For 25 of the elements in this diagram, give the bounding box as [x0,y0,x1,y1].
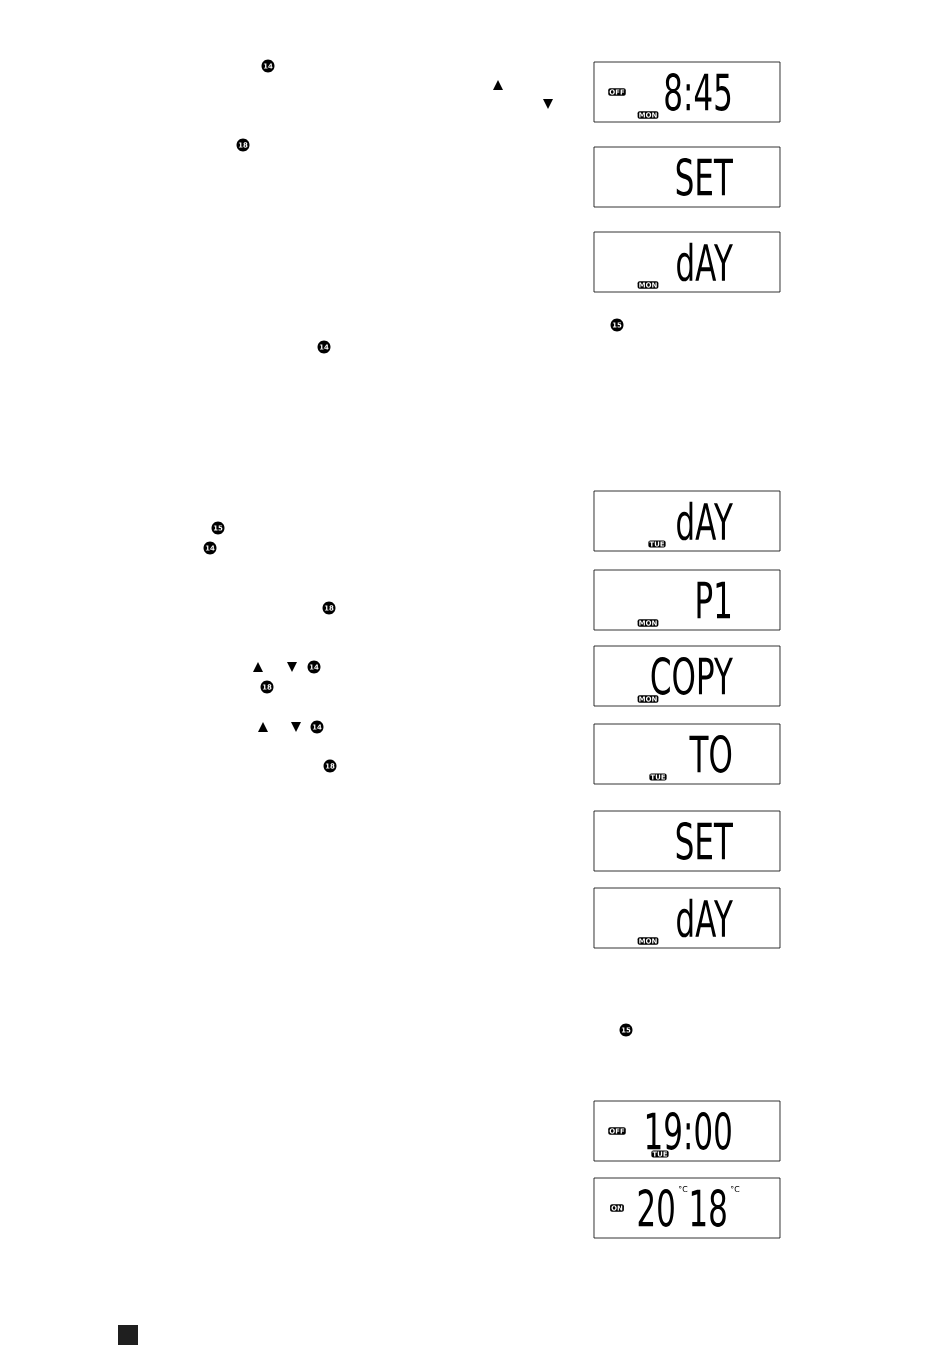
display-digits: dAY [677,501,733,541]
unit-symbol: °C [730,1186,740,1193]
display-digits: dAY [677,242,733,282]
unit-symbol: °C [678,1186,688,1193]
display-digits: P1 [697,581,730,619]
display-digits: dAY [677,898,733,938]
lcd-display [593,231,781,293]
lcd-display [593,1100,781,1162]
display-digits: COPY [651,657,733,695]
display-digits: 18 [691,1189,726,1227]
lcd-display [593,645,781,707]
lcd-display [593,1177,781,1239]
display-digits: SET [676,822,733,860]
lcd-display [593,887,781,949]
display-digits: 20 [638,1189,674,1227]
display-digits: TO [689,735,732,773]
display-digits: 8:45 [665,73,731,111]
lcd-display [593,61,781,123]
lcd-display [593,569,781,631]
lcd-display [593,810,781,872]
lcd-display [593,490,781,552]
display-digits: 19:00 [646,1112,731,1150]
display-digits: SET [676,158,733,196]
lcd-display [593,146,781,208]
lcd-display [593,723,781,785]
